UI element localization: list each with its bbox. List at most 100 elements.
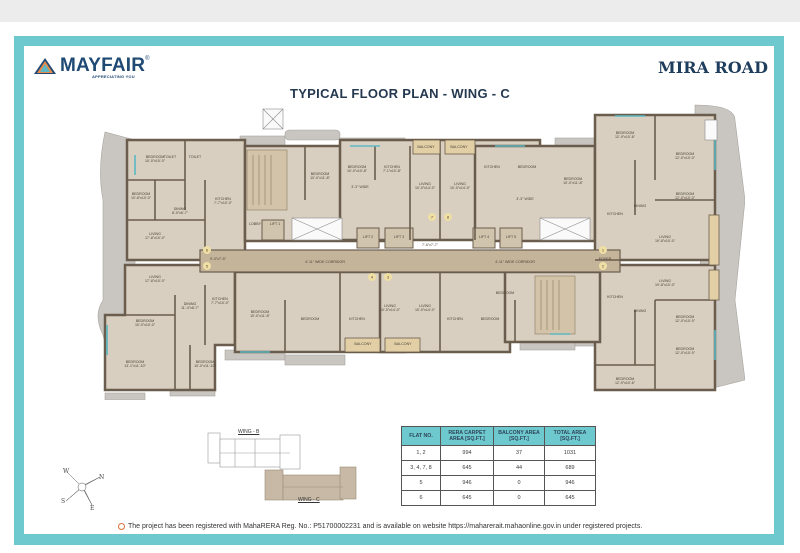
svg-text:BEDROOM: BEDROOM [676,315,695,319]
svg-text:KITCHEN: KITCHEN [484,165,500,169]
total-cell: 946 [544,475,596,491]
compass-rose-icon: W N S E [61,468,104,510]
svg-text:BEDROOM: BEDROOM [616,131,635,135]
plan-title: TYPICAL FLOOR PLAN - WING - C [289,86,511,101]
flat-cell: 3, 4, 7, 8 [401,460,441,476]
svg-text:BEDROOM: BEDROOM [126,360,145,364]
total-cell: 645 [544,490,596,506]
svg-text:KITCHEN: KITCHEN [212,297,228,301]
svg-text:12'-9"x10'-6": 12'-9"x10'-6" [615,135,636,139]
area-table: FLAT NO. RERA CARPET AREA [SQ.FT.] BALCO… [401,426,596,506]
svg-text:8: 8 [447,215,450,220]
svg-text:BEDROOM: BEDROOM [518,165,537,169]
key-plan: WING - B WING - C [200,425,360,503]
svg-text:4'-11" WIDE CORRIDOR: 4'-11" WIDE CORRIDOR [495,260,535,264]
balcony-cell: 0 [493,475,545,491]
flat-cell: 6 [401,490,441,506]
svg-text:LIFT 4: LIFT 4 [479,235,489,239]
table-row: 5 946 0 946 [401,475,596,491]
browser-top-bar [0,0,800,22]
svg-text:LIFT 3: LIFT 3 [394,235,404,239]
table-row: 3, 4, 7, 8 645 44 689 [401,460,596,476]
svg-text:BEDROOM: BEDROOM [132,192,151,196]
carpet-cell: 645 [440,490,494,506]
balcony-cell: 0 [493,490,545,506]
svg-text:10'-0"x14'-0": 10'-0"x14'-0" [415,308,436,312]
svg-text:10'-0"x11'-8": 10'-0"x11'-8" [250,314,271,318]
svg-text:BALCONY: BALCONY [417,145,435,149]
svg-text:LIVING: LIVING [454,182,466,186]
svg-text:BEDROOM: BEDROOM [676,152,695,156]
svg-text:10'-0"x14'-0": 10'-0"x14'-0" [450,186,471,190]
svg-text:BEDROOM: BEDROOM [348,165,367,169]
key-plan-drawing [207,432,357,501]
svg-text:BEDROOM: BEDROOM [301,317,320,321]
svg-text:17'-8"x10'-0": 17'-8"x10'-0" [145,279,166,283]
rera-icon [118,523,125,530]
svg-text:LIFT 5: LIFT 5 [506,235,516,239]
svg-text:DINING: DINING [634,309,647,313]
svg-text:19'-8"x10'-0": 19'-8"x10'-0" [655,283,676,287]
logo-triangle-icon [34,58,56,74]
brand-tagline: APPRECIATING YOU [92,74,135,79]
svg-text:DINING: DINING [634,204,647,208]
rera-footer: The project has been registered with Mah… [118,523,642,530]
svg-text:KITCHEN: KITCHEN [349,317,365,321]
svg-text:10'-0"x11'-8": 10'-0"x11'-8" [310,176,331,180]
carpet-cell: 946 [440,475,494,491]
svg-text:10'-0"x11'-10": 10'-0"x11'-10" [194,364,217,368]
svg-text:BEDROOM: BEDROOM [311,172,330,176]
svg-text:DINING: DINING [184,302,197,306]
svg-text:2: 2 [602,264,605,269]
balcony-cell: 44 [493,460,545,476]
svg-text:12'-0"x10'-0": 12'-0"x10'-0" [675,351,696,355]
svg-text:KITCHEN: KITCHEN [215,197,231,201]
mayfair-logo: MAYFAIR ® [34,56,150,76]
svg-text:3'-3" WIDE: 3'-3" WIDE [516,197,534,201]
balcony-cell: 37 [493,445,545,461]
svg-text:5: 5 [206,264,209,269]
col-total-area: TOTAL AREA [SQ.FT.] [544,426,596,446]
svg-text:7'-7"x10'-0": 7'-7"x10'-0" [214,201,233,205]
svg-text:10'-0"x10'-0": 10'-0"x10'-0" [135,323,156,327]
svg-text:17'-8"x10'-0": 17'-8"x10'-0" [145,236,166,240]
svg-text:12'-0"x10'-0": 12'-0"x10'-0" [675,156,696,160]
wing-c-label: WING - C [298,497,320,503]
svg-text:BEDROOM: BEDROOM [564,177,583,181]
svg-text:FOYER: FOYER [599,257,612,261]
svg-text:4: 4 [371,275,374,280]
svg-text:LIVING: LIVING [149,275,161,279]
svg-text:12'-0"x10'-0": 12'-0"x10'-0" [675,319,696,323]
col-carpet-area: RERA CARPET AREA [SQ.FT.] [440,426,494,446]
svg-text:BEDROOM: BEDROOM [496,291,515,295]
wing-b-label: WING - B [238,429,260,435]
svg-text:LOBBY: LOBBY [249,222,262,226]
table-header-row: FLAT NO. RERA CARPET AREA [SQ.FT.] BALCO… [401,426,596,446]
svg-text:LIVING: LIVING [419,182,431,186]
svg-text:BALCONY: BALCONY [394,342,412,346]
svg-text:12'-0"x10'-0": 12'-0"x10'-0" [675,196,696,200]
flat-cell: 1, 2 [401,445,441,461]
svg-text:7: 7 [431,215,434,220]
svg-text:11'-4"x8'-7": 11'-4"x8'-7" [181,306,200,310]
svg-text:3: 3 [387,275,390,280]
svg-text:8'-0"x6'-7": 8'-0"x6'-7" [172,211,189,215]
table-row: 1, 2 994 37 1031 [401,445,596,461]
svg-text:1: 1 [602,248,605,253]
svg-text:KITCHEN: KITCHEN [607,212,623,216]
svg-text:TOILET: TOILET [164,155,177,159]
svg-text:12'-9"x10'-6": 12'-9"x10'-6" [615,381,636,385]
svg-text:DINING: DINING [174,207,187,211]
svg-text:BEDROOM: BEDROOM [196,360,215,364]
brand-name: MAYFAIR [60,55,146,76]
svg-text:BALCONY: BALCONY [354,342,372,346]
svg-text:KITCHEN: KITCHEN [607,295,623,299]
svg-text:LIVING: LIVING [659,235,671,239]
svg-text:10'-8"x10'-0": 10'-8"x10'-0" [131,196,152,200]
svg-text:KITCHEN: KITCHEN [447,317,463,321]
flat-cell: 5 [401,475,441,491]
svg-text:4'-11" WIDE CORRIDOR: 4'-11" WIDE CORRIDOR [305,260,345,264]
svg-text:E: E [90,505,94,510]
carpet-cell: 994 [440,445,494,461]
